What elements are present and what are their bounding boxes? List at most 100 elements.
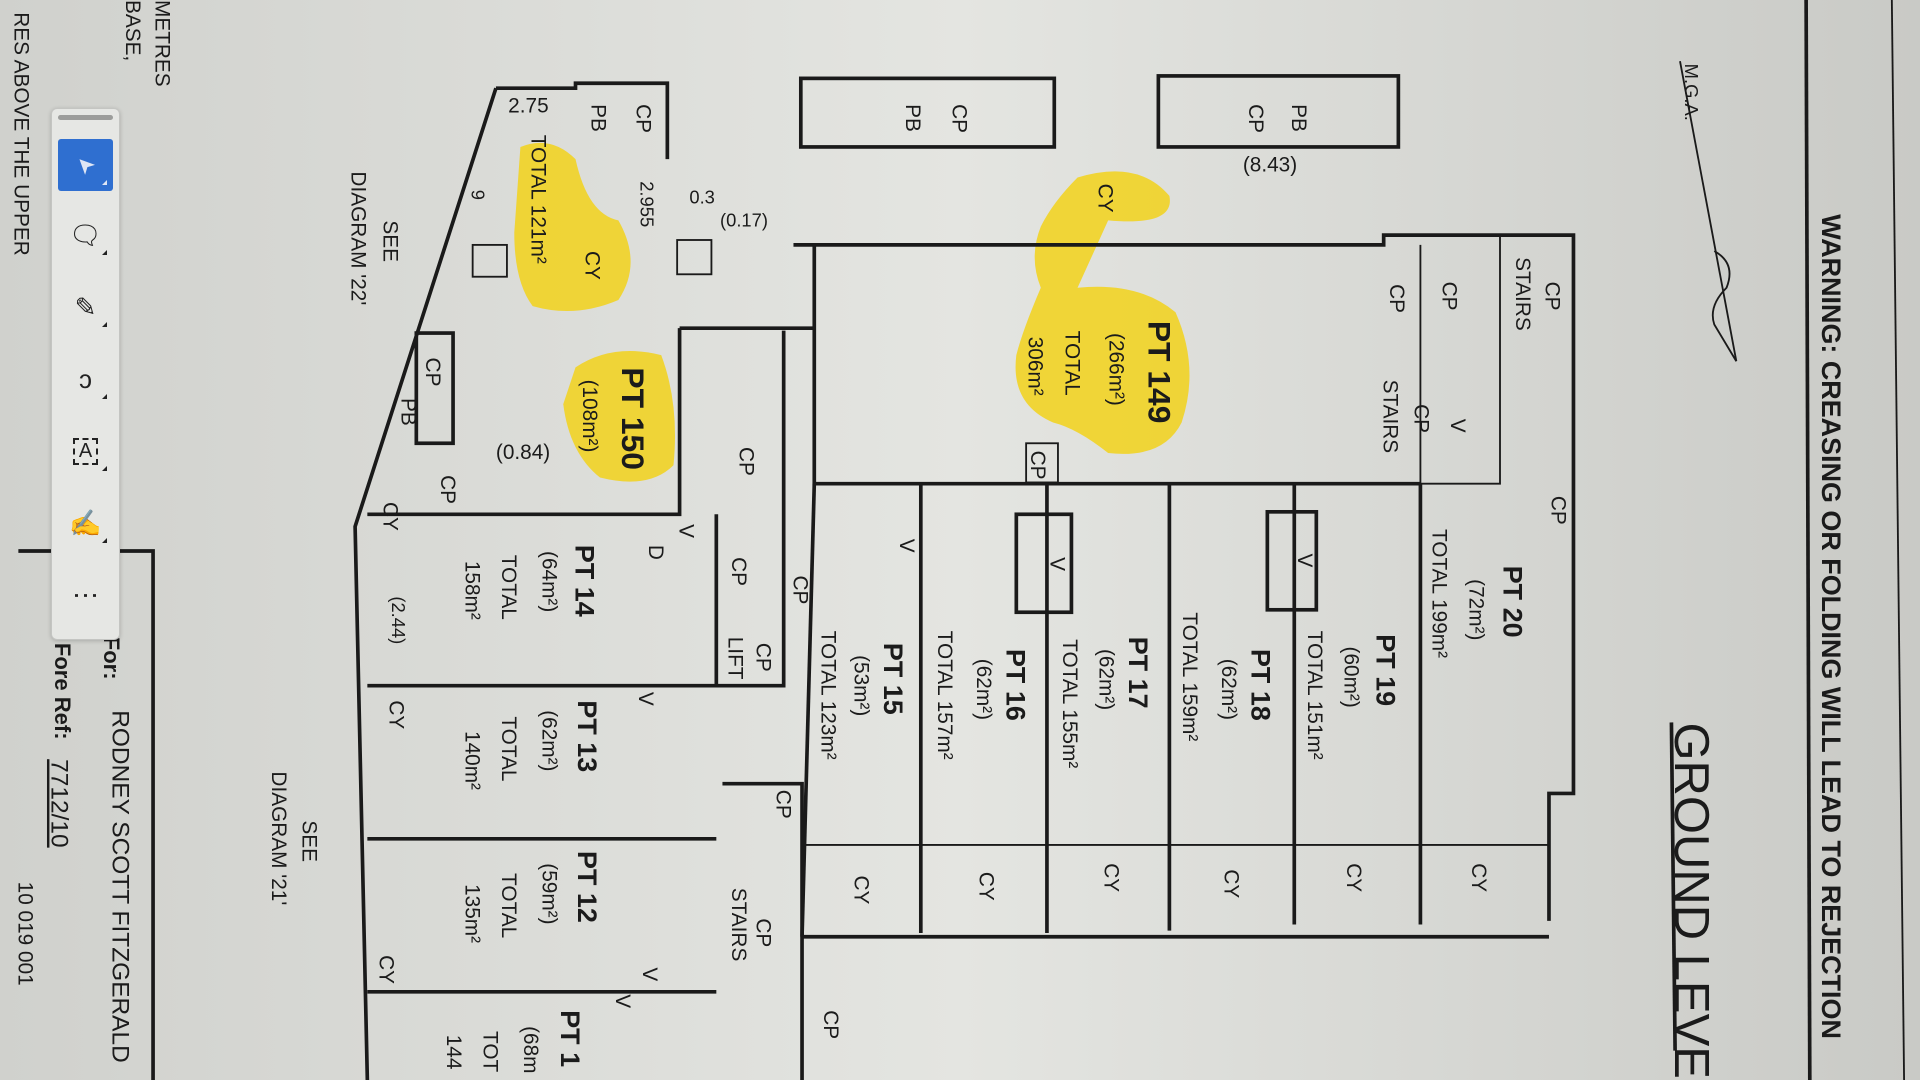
plan-label: TOTAL 123m² xyxy=(817,631,840,760)
plan-label: CP xyxy=(752,643,775,672)
unit-pt12: PT 12 (59m²) TOTAL 135m² xyxy=(460,851,602,943)
plan-label: CP xyxy=(1546,496,1569,525)
plan-label: CY xyxy=(378,502,401,531)
plan-label: PT 19 xyxy=(1370,634,1400,706)
plan-label: V xyxy=(638,967,661,981)
left-note: BASE, xyxy=(121,0,144,61)
dimension: (2.44) xyxy=(388,596,409,644)
dimension: (8.43) xyxy=(1243,153,1297,176)
plan-label: PT 16 xyxy=(1001,649,1031,721)
plan-label: CY xyxy=(1093,184,1116,213)
plan-label: 135m² xyxy=(460,884,483,943)
north-arrow xyxy=(1679,61,1738,362)
plan-label: CP xyxy=(948,104,971,133)
plan-label: TOTAL 121m² xyxy=(526,135,549,264)
dimension: 2.75 xyxy=(508,95,548,118)
plan-label: CP xyxy=(632,104,655,133)
plan-label: PB xyxy=(1287,104,1310,132)
annotation-toolbar: ➤ 🗨 ✎ ↄ A ✍ ⋮ xyxy=(51,108,120,640)
plan-label: PT 1 xyxy=(555,1010,585,1067)
pen-icon: ✎ xyxy=(74,291,97,322)
plan-label: CP xyxy=(819,1010,842,1039)
plan-label: CP xyxy=(771,790,794,819)
border-line xyxy=(1804,0,1812,1080)
plan-label: CP xyxy=(1409,404,1432,433)
toolbar-drag-handle[interactable] xyxy=(58,115,113,120)
ref-label: Fore Ref: xyxy=(50,643,75,740)
plan-label: TOT xyxy=(479,1031,502,1073)
plan-label: PT 12 xyxy=(572,851,602,923)
for-label: For: xyxy=(99,637,124,680)
yellow-highlights xyxy=(514,142,1190,482)
unit-pt19: PT 19 (60m²) TOTAL 151m² xyxy=(1303,631,1401,760)
page-title: GROUND LEVEL xyxy=(1664,722,1718,1080)
plan-label: (59m²) xyxy=(537,863,560,924)
plan-label: CP xyxy=(1540,282,1563,311)
plan-label: TOTAL 155m² xyxy=(1058,639,1081,768)
space-labels: PB CP CP PB CP PB CY CY CP STAIRS CP CP … xyxy=(375,104,1570,1039)
plan-label: STAIRS xyxy=(1379,380,1402,454)
plan-label: CY xyxy=(1342,863,1365,892)
plan-label: PB xyxy=(901,104,924,132)
dimension: (0.17) xyxy=(720,210,768,231)
plan-label: (62m²) xyxy=(1095,649,1118,710)
plan-label: TOTAL xyxy=(497,716,520,781)
plan-label: CY xyxy=(850,876,873,905)
unit-pt18: PT 18 (62m²) TOTAL 159m² xyxy=(1178,612,1276,741)
plan-label: (60m²) xyxy=(1339,647,1362,708)
plan-label: CP xyxy=(1244,104,1267,133)
plan-label: TOTAL 157m² xyxy=(933,631,956,760)
select-tool-button[interactable]: ➤ xyxy=(58,139,113,191)
draw-tool-button[interactable]: ↄ xyxy=(58,353,113,405)
see-diagram-22: DIAGRAM '22' xyxy=(346,171,369,305)
dimension: 9 xyxy=(467,190,488,200)
plan-label: PT 150 xyxy=(615,367,651,470)
plan-label: CP xyxy=(1385,284,1408,313)
plan-label: 306m² xyxy=(1024,337,1047,396)
north-arrow-head xyxy=(1711,250,1738,362)
plan-label: CP xyxy=(727,557,750,586)
plan-label: STAIRS xyxy=(727,888,750,962)
text-tool-button[interactable]: A xyxy=(58,425,113,477)
highlight-tool-button[interactable]: ✎ xyxy=(58,281,113,333)
plan-label: LIFT xyxy=(724,637,747,680)
plan-label: V xyxy=(1046,557,1069,571)
plan-label: CY xyxy=(580,251,603,280)
client-name: RODNEY SCOTT FITZGERALD xyxy=(107,710,134,1063)
plan-label: V xyxy=(895,539,918,553)
north-label: M.G.A. xyxy=(1681,64,1702,121)
plan-label: V xyxy=(675,524,698,538)
plan-label: CP xyxy=(421,358,444,387)
plan-label: TOTAL 151m² xyxy=(1303,631,1326,760)
unit-pt1x: PT 1 (68m TOT 144 xyxy=(442,1010,585,1073)
plan-label: PB xyxy=(397,398,420,426)
more-tools-button[interactable]: ⋮ xyxy=(58,569,113,621)
plan-label: TOTAL xyxy=(497,873,520,938)
arrow-cursor-icon: ➤ xyxy=(69,149,101,181)
plan-label: V xyxy=(634,692,657,706)
plan-label: (62m²) xyxy=(1217,659,1240,720)
comment-tool-button[interactable]: 🗨 xyxy=(58,209,113,261)
plan-label: PT 17 xyxy=(1123,637,1153,709)
unit-pt20: PT 20 (72m²) TOTAL 199m² xyxy=(1428,529,1528,658)
left-note: RES ABOVE THE UPPER xyxy=(10,12,33,255)
plan-label: CY xyxy=(375,955,398,984)
plan-label: (62m²) xyxy=(537,710,560,771)
dimension: 0.3 xyxy=(689,186,715,207)
plan-label: TOTAL xyxy=(1060,331,1083,396)
plan-label: TOTAL 199m² xyxy=(1428,529,1451,658)
plan-label: CP xyxy=(1026,451,1049,480)
unit-pt14: PT 14 (64m²) TOTAL 158m² xyxy=(460,545,599,620)
plan-label: D xyxy=(644,545,667,560)
dimension: 2.955 xyxy=(636,181,657,227)
unit-pt16: PT 16 (62m²) TOTAL 157m² xyxy=(933,631,1031,760)
plan-label: PT 149 xyxy=(1142,321,1178,424)
plan-label: 140m² xyxy=(460,731,483,790)
dimension: (0.84) xyxy=(496,441,550,464)
stamp-tool-button[interactable]: ✍ xyxy=(58,497,113,549)
see-diagram-22: SEE xyxy=(378,220,401,262)
plan-label: CP xyxy=(752,918,775,947)
more-icon: ⋮ xyxy=(71,582,101,608)
ref-value: 7712/10 xyxy=(45,759,72,847)
